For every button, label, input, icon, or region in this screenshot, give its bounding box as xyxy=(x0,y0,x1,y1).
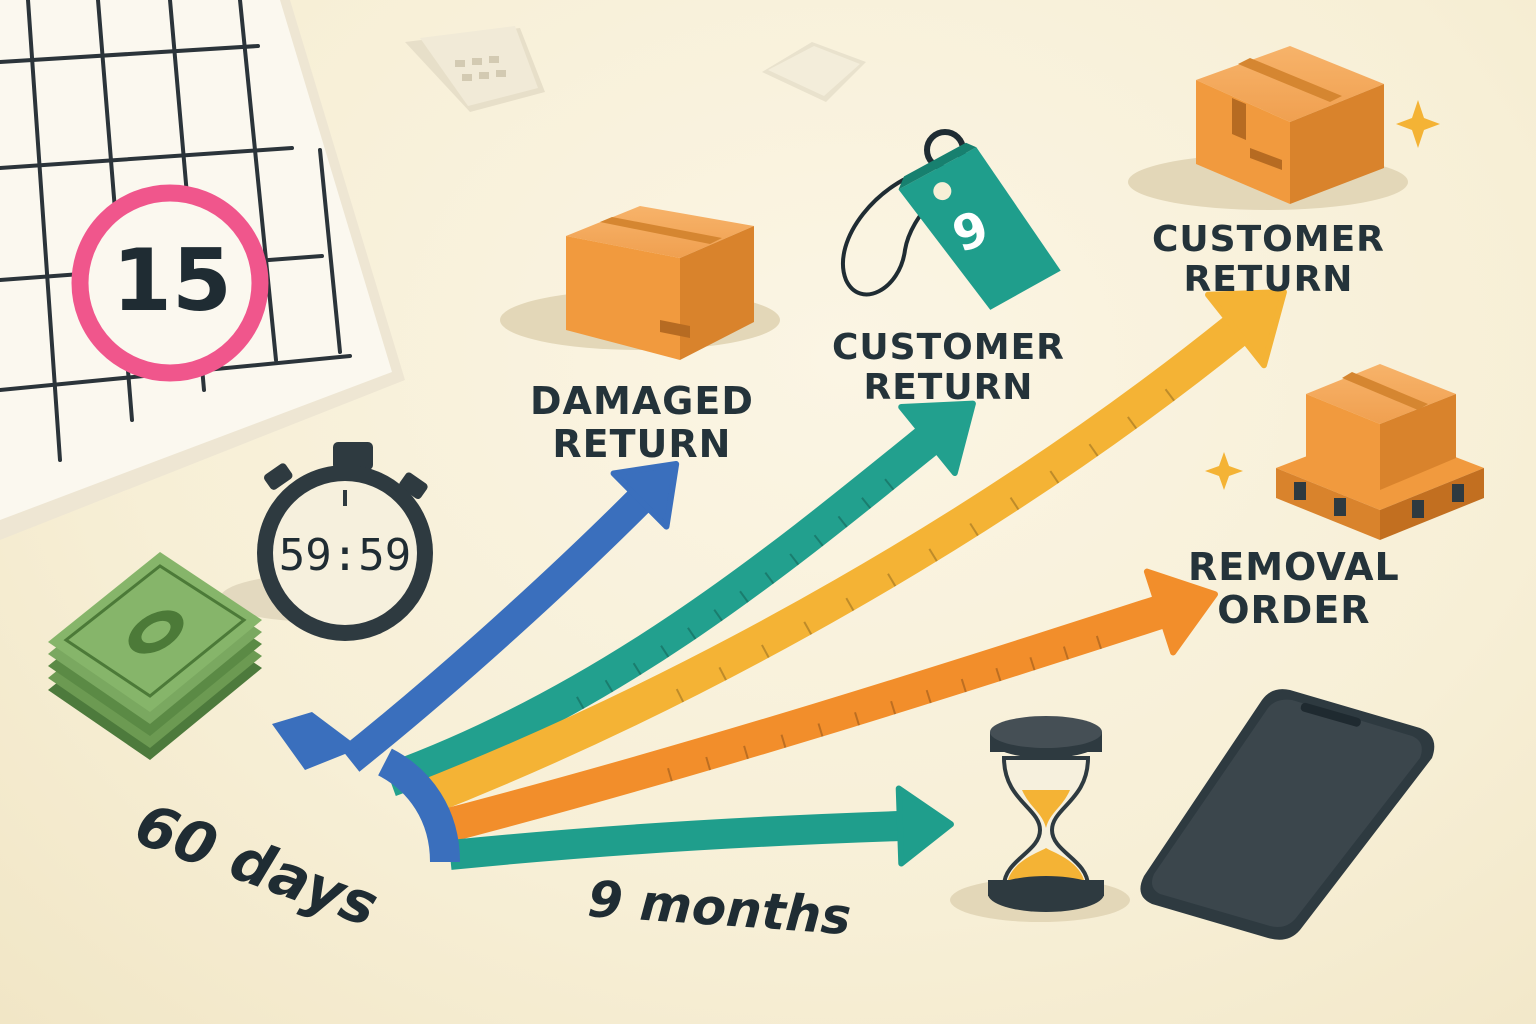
teal-arrow-tick xyxy=(837,515,848,528)
stopwatch-time: 59:59 xyxy=(279,530,411,581)
teal-arrow-tick xyxy=(739,590,749,603)
orange-arrow-tick xyxy=(960,678,967,693)
orange-arrow-tick xyxy=(854,712,860,726)
paper-note-icon xyxy=(405,26,545,112)
teal-arrow-tick xyxy=(813,534,824,547)
orange-arrow-head xyxy=(1143,568,1218,656)
box-icon xyxy=(1128,46,1408,210)
smartphone-icon xyxy=(1140,689,1435,940)
yellow-arrow-tick xyxy=(1009,496,1020,511)
yellow-arrow-tick xyxy=(761,644,770,659)
damaged-return-line-1: DAMAGED xyxy=(530,379,754,423)
yellow-arrow-tick xyxy=(1164,388,1175,402)
yellow-arrow-tick xyxy=(928,548,938,562)
yellow-arrow-head xyxy=(1205,288,1287,369)
teal-arrow-shaft xyxy=(384,426,939,796)
yellow-arrow-shaft xyxy=(413,315,1248,817)
customer-return-mid-line-1: CUSTOMER xyxy=(832,327,1065,368)
yellow-arrow-tick xyxy=(675,688,685,703)
cash-stack-icon xyxy=(48,552,262,760)
customer-return-top-line-1: CUSTOMER xyxy=(1152,219,1385,260)
yellow-arrow-tick xyxy=(969,522,979,537)
teal-bottom-arrow-head xyxy=(895,785,954,867)
blue-arrow-shaft xyxy=(340,489,651,772)
teal-arrow-tick xyxy=(687,627,697,640)
teal-arrow-tick xyxy=(604,679,614,693)
damaged-return-label: DAMAGED RETURN xyxy=(530,380,754,465)
orange-arrow-tick xyxy=(1062,646,1070,660)
teal-bottom-arrow-shaft xyxy=(448,811,901,870)
damaged-return-line-2: RETURN xyxy=(552,421,732,466)
origin-arc xyxy=(272,712,460,863)
customer-return-label-top: CUSTOMER RETURN xyxy=(1152,219,1385,301)
teal-arrow-tick xyxy=(576,696,585,710)
teal-arrow-tick xyxy=(660,645,670,658)
orange-arrow-tick xyxy=(743,745,749,760)
hourglass-icon xyxy=(950,716,1130,922)
orange-arrow-tick xyxy=(705,756,712,771)
removal-order-label: REMOVAL ORDER xyxy=(1188,546,1400,631)
customer-return-mid-line-2: RETURN xyxy=(863,367,1034,409)
teal-arrow-tick xyxy=(884,478,895,491)
price-tag-icon xyxy=(840,129,1061,310)
removal-order-line-1: REMOVAL xyxy=(1188,545,1400,589)
removal-order-line-2: ORDER xyxy=(1217,587,1371,632)
yellow-arrow-tick xyxy=(1049,470,1060,484)
teal-arrow-tick xyxy=(632,662,642,676)
orange-arrow-tick xyxy=(995,667,1002,682)
customer-return-label-mid: CUSTOMER RETURN xyxy=(832,327,1065,409)
arrow-fan xyxy=(340,288,1287,870)
orange-arrow-tick xyxy=(1029,656,1036,671)
calendar-date-label: 15 xyxy=(112,231,232,331)
yellow-arrow-tick xyxy=(887,573,897,587)
teal-arrow-tick xyxy=(861,497,872,509)
teal-arrow-tick xyxy=(713,609,723,622)
orange-arrow-tick xyxy=(925,689,932,704)
teal-arrow-tick xyxy=(764,572,775,585)
yellow-arrow-tick xyxy=(845,597,855,612)
orange-arrow-tick xyxy=(890,700,897,715)
calendar-icon xyxy=(0,0,405,540)
orange-arrow-tick xyxy=(667,767,673,782)
blue-arrow-head xyxy=(610,461,680,530)
pallet-icon xyxy=(1276,364,1484,540)
stopwatch-icon xyxy=(220,442,433,641)
paper-note-icon xyxy=(762,42,866,102)
yellow-arrow-tick xyxy=(718,666,727,681)
box-icon xyxy=(500,206,780,360)
yellow-arrow-tick xyxy=(1088,443,1099,457)
sparkle-icon xyxy=(1396,100,1440,148)
orange-arrow-tick xyxy=(780,734,787,748)
yellow-arrow-tick xyxy=(1127,416,1138,430)
customer-return-top-line-2: RETURN xyxy=(1183,259,1354,301)
teal-arrow-tick xyxy=(789,553,800,566)
orange-arrow-shaft xyxy=(425,595,1166,847)
teal-arrow-head xyxy=(898,400,976,477)
orange-arrow-tick xyxy=(1095,635,1102,650)
sparkle-icon xyxy=(1205,452,1243,490)
yellow-arrow-tick xyxy=(803,621,813,635)
orange-arrow-tick xyxy=(817,723,824,737)
